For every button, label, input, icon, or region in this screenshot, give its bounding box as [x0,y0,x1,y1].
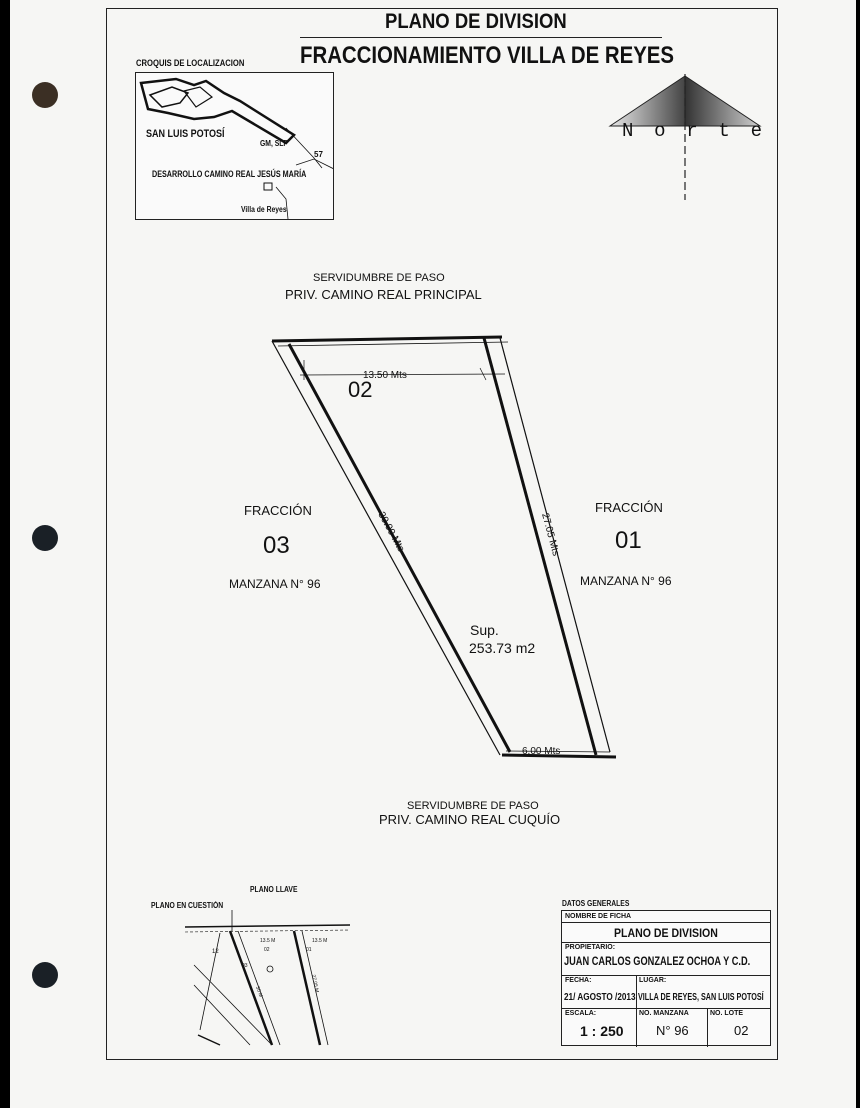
binder-hole-middle [32,525,58,551]
key-plan-drawing: 13.5 M 13.5 M 12 03 02 01 27.05 M 30 M [184,910,351,1046]
key-plan-label: 03 [242,963,248,969]
manzana-value: N° 96 [656,1023,689,1038]
north-letters: N o r t e [622,120,762,142]
north-arrow [608,74,762,200]
title-line-2: FRACCIONAMIENTO VILLA DE REYES [300,42,675,69]
lugar-value: VILLA DE REYES, SAN LUIS POTOSÍ [638,992,764,1003]
key-plan-label: 13.5 M [312,938,327,944]
top-street-name: PRIV. CAMINO REAL PRINCIPAL [285,287,482,302]
north-letter: r [686,120,698,142]
north-letter: o [654,120,666,142]
binder-hole-top [32,82,58,108]
north-letter: e [750,120,762,142]
right-fraction-number: 01 [615,527,642,554]
escala-value: 1 : 250 [580,1023,624,1039]
datos-heading: DATOS GENERALES [562,899,630,908]
bottom-dim-label: 6.00 Mts [522,746,560,757]
lot-right-edge [482,337,598,756]
left-fraction-number: 03 [263,532,290,559]
lot-left-edge [271,340,501,756]
left-fraction-block: MANZANA N° 96 [229,577,321,591]
lugar-label: LUGAR: [639,977,667,984]
ficha-value: PLANO DE DIVISION [614,926,718,940]
bottom-street-label: SERVIDUMBRE DE PASO [407,800,539,812]
key-plan-label: 13.5 M [260,938,275,944]
top-dim-line [299,373,506,376]
escala-label: ESCALA: [565,1010,597,1017]
left-fraction-label: FRACCIÓN [244,503,312,518]
title-separator [300,37,662,38]
fecha-value: 21/ AGOSTO /2013 [564,992,636,1003]
propietario-value: JUAN CARLOS GONZALEZ OCHOA Y C.D. [564,954,751,968]
binder-hole-bottom [32,962,58,988]
locator-town: Villa de Reyes [241,205,287,214]
key-plan-label: 02 [264,947,270,953]
lote-value: 02 [734,1023,749,1038]
locator-road: 57 [314,150,323,159]
key-plan-label: 30 M [254,986,263,999]
locator-map: SAN LUIS POTOSÍ GM, SLP 57 DESARROLLO CA… [135,72,334,220]
manzana-label: NO. MANZANA [639,1010,689,1017]
locator-development: DESARROLLO CAMINO REAL JESÚS MARÍA [152,169,307,179]
area-label: Sup. [470,622,499,638]
title-line-1: PLANO DE DIVISION [385,10,567,33]
lot-top-edge [271,335,503,343]
north-letter: t [718,120,730,142]
ficha-label: NOMBRE DE FICHA [565,913,632,920]
key-plan-label: 01 [306,947,312,953]
top-dim-label: 13.50 Mts [363,370,407,381]
locator-gm: GM, SLP [260,139,288,148]
area-value: 253.73 m2 [469,640,536,656]
locator-map-drawing [139,77,333,219]
locator-city: SAN LUIS POTOSÍ [146,128,225,140]
key-plan-heading: PLANO LLAVE [250,885,298,894]
locator-heading: CROQUIS DE LOCALIZACION [136,58,245,68]
datos-table: NOMBRE DE FICHA PLANO DE DIVISION PROPIE… [561,910,771,1047]
right-fraction-label: FRACCIÓN [595,500,663,515]
north-letter: N [622,120,634,142]
lote-label: NO. LOTE [710,1010,744,1017]
key-plan-label: 12 [212,949,219,955]
left-dim-label: 30.00 Mts [375,510,406,554]
key-plan-pointer: PLANO EN CUESTIÓN [151,901,224,910]
bottom-street-name: PRIV. CAMINO REAL CUQUÍO [379,812,561,827]
propietario-label: PROPIETARIO: [565,944,616,951]
lot-bottom-edge [501,753,617,759]
lot-number: 02 [348,377,373,402]
fecha-label: FECHA: [565,977,592,984]
right-fraction-block: MANZANA N° 96 [580,574,672,588]
lot-drawing: 13.50 Mts 30.00 Mts 27.05 Mts 6.00 Mts [271,335,617,759]
drawing-frame [106,8,778,1060]
top-street-label: SERVIDUMBRE DE PASO [313,272,445,284]
plan-sheet: PLANO DE DIVISION FRACCIONAMIENTO VILLA … [10,0,856,1108]
key-plan-label: 27.05 M [310,974,320,993]
